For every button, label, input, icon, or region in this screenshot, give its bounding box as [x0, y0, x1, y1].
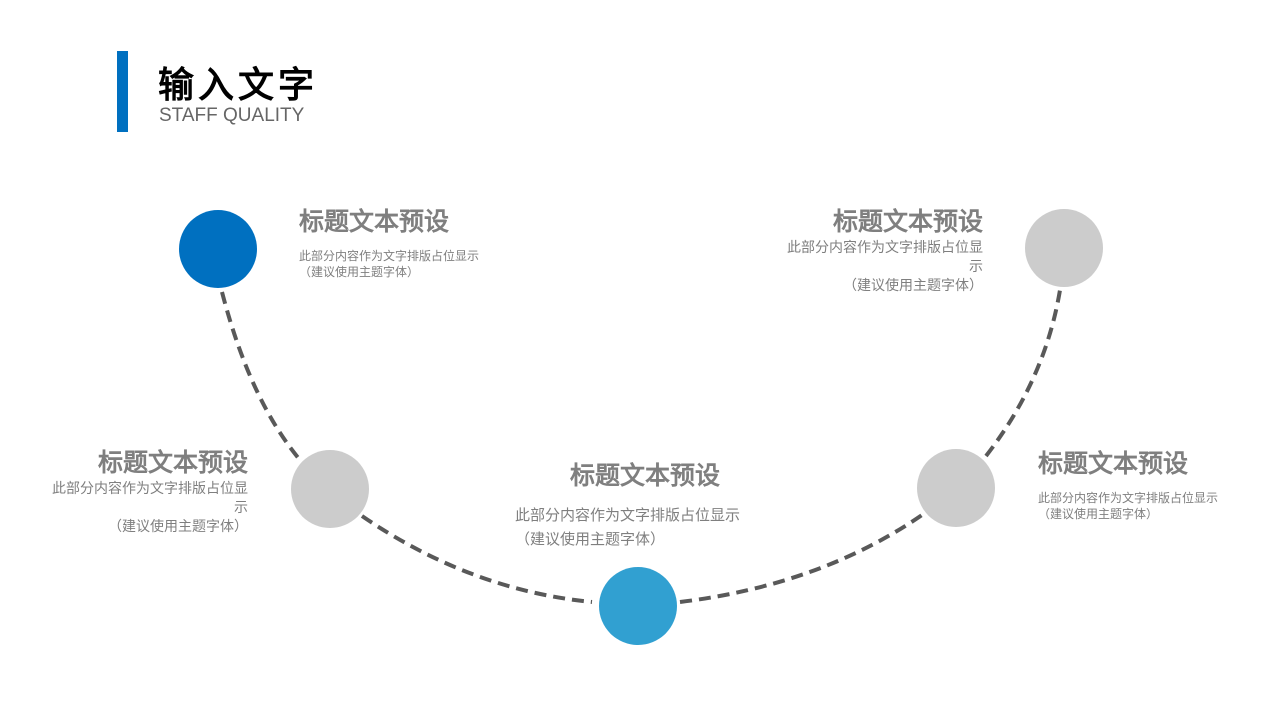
item-title: 标题文本预设 — [1038, 449, 1189, 478]
text-block-2: 标题文本预设 此部分内容作为文字排版占位显示 （建议使用主题字体） — [50, 448, 248, 537]
accent-bar — [117, 51, 128, 132]
arc-segment-4 — [984, 289, 1062, 458]
node-circle-4 — [917, 449, 995, 527]
item-note: （建议使用主题字体） — [843, 278, 983, 294]
page-subtitle: STAFF QUALITY — [159, 105, 305, 126]
item-note: （建议使用主题字体） — [299, 265, 420, 279]
text-block-3: 标题文本预设 此部分内容作为文字排版占位显示 （建议使用主题字体） — [515, 461, 785, 551]
item-title: 标题文本预设 — [832, 207, 983, 236]
item-title: 标题文本预设 — [97, 448, 248, 477]
text-block-1: 标题文本预设 此部分内容作为文字排版占位显示 （建议使用主题字体） — [299, 207, 489, 281]
item-desc: 此部分内容作为文字排版占位显示 — [515, 506, 741, 524]
item-desc: 此部分内容作为文字排版占位显示 — [787, 240, 983, 275]
item-title: 标题文本预设 — [299, 207, 450, 236]
item-note: （建议使用主题字体） — [515, 530, 666, 548]
arc-segment-1 — [220, 291, 302, 462]
item-desc: 此部分内容作为文字排版占位显示 — [299, 249, 480, 263]
item-note: （建议使用主题字体） — [108, 519, 248, 535]
node-circle-1 — [179, 210, 257, 288]
text-block-5: 标题文本预设 此部分内容作为文字排版占位显示 （建议使用主题字体） — [1038, 449, 1228, 523]
text-block-4: 标题文本预设 此部分内容作为文字排版占位显示 （建议使用主题字体） — [783, 207, 983, 296]
node-circle-2 — [291, 450, 369, 528]
item-title: 标题文本预设 — [569, 461, 720, 490]
item-desc: 此部分内容作为文字排版占位显示 — [52, 481, 248, 516]
item-note: （建议使用主题字体） — [1038, 507, 1159, 521]
node-circle-5 — [1025, 209, 1103, 287]
node-circle-3 — [599, 567, 677, 645]
item-desc: 此部分内容作为文字排版占位显示 — [1038, 491, 1219, 505]
page-title: 输入文字 — [158, 65, 319, 106]
arc-segment-2 — [360, 514, 593, 604]
arc-segment-3 — [679, 513, 924, 604]
